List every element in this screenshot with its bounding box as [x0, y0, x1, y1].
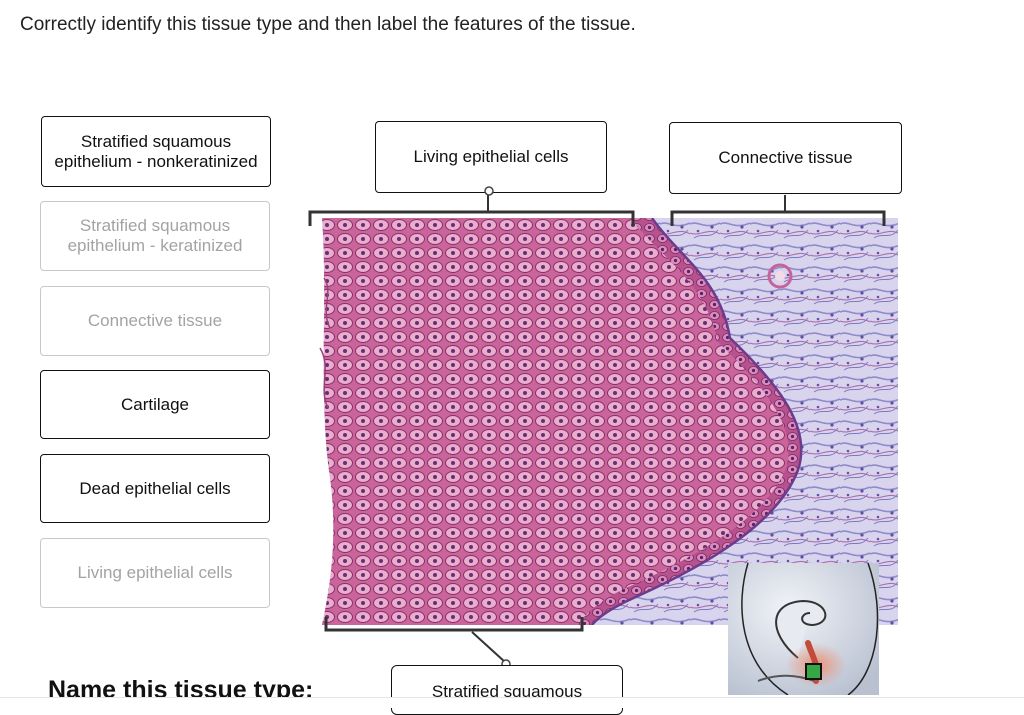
label-card-stratified-squamous-keratinized: Stratified squamous epithelium - keratin… — [40, 201, 270, 271]
placed-label-connective-tissue[interactable]: Connective tissue — [669, 122, 902, 194]
label-card-stratified-squamous-nonkeratinized[interactable]: Stratified squamous epithelium - nonkera… — [41, 116, 271, 187]
label-card-living-epithelial-cells: Living epithelial cells — [40, 538, 270, 608]
viewport-edge — [0, 697, 1024, 708]
label-card-dead-epithelial-cells[interactable]: Dead epithelial cells — [40, 454, 270, 523]
inset-location-marker — [805, 663, 822, 680]
tissue-micrograph — [300, 218, 898, 625]
label-card-cartilage[interactable]: Cartilage — [40, 370, 270, 439]
anatomy-inset-diagram — [728, 563, 879, 695]
label-card-connective-tissue: Connective tissue — [40, 286, 270, 356]
placed-label-living-epithelial-cells[interactable]: Living epithelial cells — [375, 121, 607, 193]
question-prompt: Correctly identify this tissue type and … — [20, 14, 636, 35]
